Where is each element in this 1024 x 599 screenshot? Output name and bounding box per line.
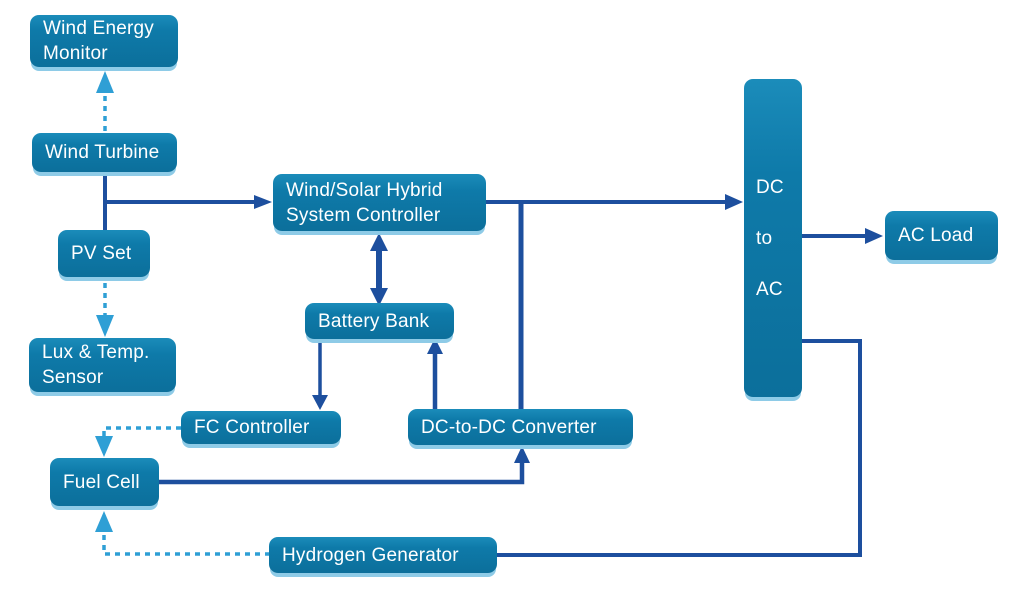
node-fuel-cell: Fuel Cell: [50, 458, 159, 506]
node-label-line: DC: [756, 176, 784, 198]
solid-connectors: [103, 171, 866, 557]
node-label: Lux & Temp. Sensor: [42, 342, 150, 388]
dashed-connectors: [102, 95, 270, 556]
node-label: DC-to-DC Converter: [421, 416, 597, 438]
node-hydrogen-generator: Hydrogen Generator: [269, 537, 497, 573]
node-ac-load: AC Load: [885, 211, 998, 260]
connector-hydrogen-to-fuelcell: [102, 531, 270, 556]
node-label: Battery Bank: [318, 310, 430, 332]
node-pv-set: PV Set: [58, 230, 150, 277]
node-dc-to-ac-inverter: DC to AC: [744, 79, 802, 397]
node-fc-controller: FC Controller: [181, 411, 341, 444]
connector-hydrogen-to-inverter: [497, 339, 862, 557]
node-label: Wind Turbine: [45, 142, 160, 163]
dashed-arrowheads: [95, 71, 114, 532]
connector-fuelcell-to-dcdc: [159, 461, 525, 485]
node-label-line: to: [756, 227, 773, 249]
arrowhead-into-acload: [865, 228, 883, 244]
node-system-controller: Wind/Solar Hybrid System Controller: [273, 174, 486, 231]
node-label: FC Controller: [194, 417, 310, 438]
arrowhead-into-controller: [254, 195, 272, 209]
node-label: AC Load: [898, 225, 974, 246]
arrowhead-into-fccontroller: [312, 395, 328, 410]
arrowhead-into-fuelcell-top: [95, 436, 113, 457]
node-label: Fuel Cell: [63, 471, 140, 493]
node-lux-temp-sensor: Lux & Temp. Sensor: [29, 338, 176, 392]
arrowhead-into-monitor: [96, 71, 114, 93]
arrowhead-into-batterybank: [427, 338, 443, 354]
node-battery-bank: Battery Bank: [305, 303, 454, 339]
connector-fccontroller-to-fuelcell: [102, 426, 181, 438]
node-label: Wind/Solar Hybrid System Controller: [286, 179, 443, 226]
arrowhead-into-luxsensor: [96, 315, 114, 337]
arrowhead-into-dcdc: [514, 446, 530, 463]
node-label: Wind Energy Monitor: [43, 18, 154, 64]
node-label: Hydrogen Generator: [282, 544, 459, 566]
solid-arrowheads: [254, 194, 883, 463]
arrowhead-into-fuelcell-bottom: [95, 511, 113, 532]
arrowhead-up-into-controller: [370, 233, 388, 251]
node-wind-energy-monitor: Wind Energy Monitor: [30, 15, 178, 67]
node-label: PV Set: [71, 243, 132, 264]
arrowhead-down-into-batterybank: [370, 288, 388, 306]
node-label-line: AC: [756, 278, 783, 300]
node-dc-to-dc-converter: DC-to-DC Converter: [408, 409, 633, 445]
arrowhead-into-inverter: [725, 194, 743, 210]
node-wind-turbine: Wind Turbine: [32, 133, 177, 172]
